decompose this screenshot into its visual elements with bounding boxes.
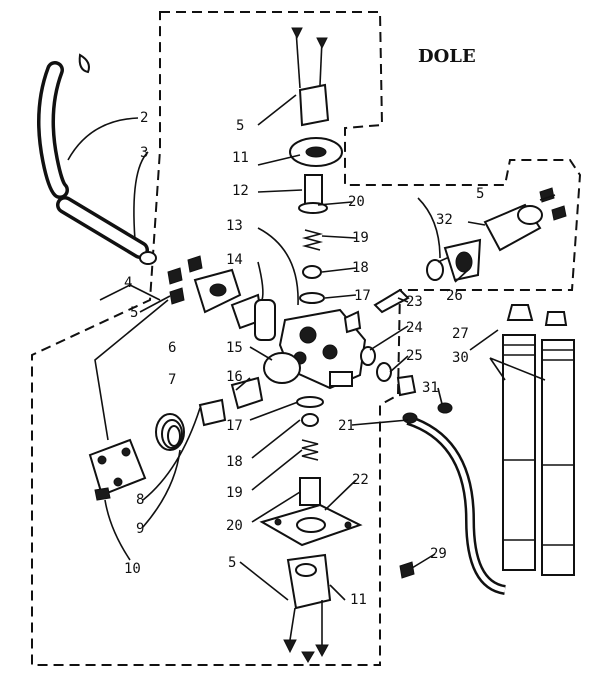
return-hose bbox=[406, 415, 507, 595]
label-18-top: 18 bbox=[352, 260, 369, 276]
adapter-16 bbox=[230, 376, 264, 410]
screw-bottom-right bbox=[315, 644, 329, 658]
part-labels: 2 3 4 5 5 5 5 6 7 8 9 10 11 11 12 13 14 … bbox=[124, 110, 484, 608]
screw-bottom-center bbox=[301, 651, 315, 663]
label-22: 22 bbox=[352, 472, 369, 488]
valve-seat-top bbox=[299, 292, 325, 304]
valve-cover-bottom bbox=[286, 553, 332, 610]
label-9: 9 bbox=[136, 521, 144, 537]
label-29: 29 bbox=[430, 546, 447, 562]
label-26: 26 bbox=[446, 288, 463, 304]
screw-5-left-a bbox=[167, 267, 183, 285]
valve-seat-bottom bbox=[296, 396, 324, 408]
label-17-top: 17 bbox=[354, 288, 371, 304]
label-15: 15 bbox=[226, 340, 243, 356]
label-16: 16 bbox=[226, 369, 243, 385]
label-10: 10 bbox=[124, 561, 141, 577]
spring-bottom bbox=[301, 439, 319, 461]
clamp-21 bbox=[402, 412, 418, 424]
cartridge-14 bbox=[254, 299, 276, 341]
o-ring-bottom bbox=[301, 413, 319, 427]
cap-9 bbox=[198, 398, 227, 427]
cover-plate-10 bbox=[88, 438, 147, 497]
check-valve-bottom bbox=[299, 477, 321, 506]
screw-top-right bbox=[316, 37, 328, 50]
plug-17-right bbox=[343, 310, 362, 334]
leader-lines bbox=[67, 94, 556, 601]
assembly-boundary-outline bbox=[31, 11, 582, 666]
label-14: 14 bbox=[226, 252, 243, 268]
label-2: 2 bbox=[140, 110, 148, 126]
label-3: 3 bbox=[140, 145, 148, 161]
label-5-top: 5 bbox=[236, 118, 244, 134]
label-21: 21 bbox=[338, 418, 355, 434]
label-5-left: 5 bbox=[130, 305, 138, 321]
spring-top bbox=[301, 229, 324, 251]
washer-25 bbox=[376, 362, 392, 382]
label-11-bottom: 11 bbox=[350, 592, 367, 608]
label-25: 25 bbox=[406, 348, 423, 364]
screw-29 bbox=[399, 561, 415, 579]
diagram-title: DOLE bbox=[418, 46, 476, 67]
label-31: 31 bbox=[422, 380, 439, 396]
screw-5-left-b bbox=[187, 255, 203, 273]
label-23: 23 bbox=[406, 294, 423, 310]
valve-cover-top bbox=[298, 83, 330, 127]
label-6: 6 bbox=[168, 340, 176, 356]
label-5-right: 5 bbox=[476, 186, 484, 202]
cap-27-right bbox=[544, 311, 568, 326]
label-24: 24 bbox=[406, 320, 423, 336]
piston-rod bbox=[426, 259, 444, 281]
label-5-bottom: 5 bbox=[228, 555, 236, 571]
label-12: 12 bbox=[232, 183, 249, 199]
label-30: 30 bbox=[452, 350, 469, 366]
label-20-top: 20 bbox=[348, 194, 365, 210]
label-19-top: 19 bbox=[352, 230, 369, 246]
filter-tube-right bbox=[541, 339, 575, 576]
label-7: 7 bbox=[168, 372, 176, 388]
label-20-bottom: 20 bbox=[226, 518, 243, 534]
check-valve-top bbox=[304, 174, 323, 206]
hose-clamp-3 bbox=[139, 251, 157, 265]
label-13: 13 bbox=[226, 218, 243, 234]
label-11-top: 11 bbox=[232, 150, 249, 166]
label-8: 8 bbox=[136, 492, 144, 508]
label-32: 32 bbox=[436, 212, 453, 228]
label-18-bottom: 18 bbox=[226, 454, 243, 470]
nut-25 bbox=[396, 374, 417, 397]
label-4: 4 bbox=[124, 275, 132, 291]
o-ring-top bbox=[302, 265, 322, 279]
screw-left bbox=[94, 487, 111, 501]
screw-right-2 bbox=[551, 205, 567, 221]
cap-27-left bbox=[506, 304, 534, 321]
screw-5-left-c bbox=[169, 287, 185, 305]
o-ring-24 bbox=[360, 346, 376, 366]
label-17-bottom: 17 bbox=[226, 418, 243, 434]
label-19-bottom: 19 bbox=[226, 485, 243, 501]
fitting-23 bbox=[373, 288, 410, 314]
o-ring-15 bbox=[263, 352, 301, 384]
screw-top-left bbox=[291, 27, 303, 40]
screw-bottom-left bbox=[283, 639, 297, 654]
hose-clamp bbox=[78, 53, 90, 74]
label-27: 27 bbox=[452, 326, 469, 342]
clamp-31 bbox=[437, 402, 453, 414]
